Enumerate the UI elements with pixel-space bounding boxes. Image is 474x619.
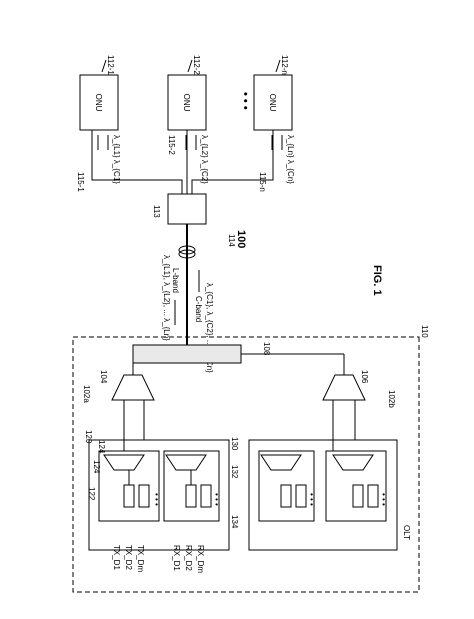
fiber-ref-2: 115-2 — [167, 135, 176, 155]
lband-label: L-band — [171, 268, 180, 293]
rx-unit-ref: 134 — [230, 515, 239, 529]
mux-1 — [111, 374, 155, 401]
tx-port-2: TX_D2 — [124, 545, 133, 570]
onu-n-label: ONU — [268, 94, 277, 112]
rx-port-1: RX_D1 — [172, 545, 181, 571]
mux-ref-2: 106 — [360, 370, 369, 384]
onu-n-signal: λ_{Ln} λ_{Cn} — [286, 135, 295, 184]
tx-port-1: TX_D1 — [112, 545, 121, 570]
olt-label: OLT — [402, 525, 411, 540]
rx-demux-ref: 132 — [230, 465, 239, 479]
figure-caption: FIG. 1 — [371, 265, 383, 296]
figure-ref: 100 — [235, 230, 247, 248]
onu-n-ref: 112-n — [280, 55, 289, 75]
onu-1-label: ONU — [94, 94, 103, 112]
fiber-spool — [178, 245, 196, 255]
lband-signals: λ_{L1}, λ_{L2}, ... λ_{Ln} — [162, 255, 171, 341]
tx-mux-ref: 124 — [97, 440, 106, 454]
mux-ref-1: 104 — [99, 370, 108, 384]
onu-1-ref: 112-1 — [106, 55, 115, 75]
tx-mux-ref-2: 124 — [92, 460, 101, 474]
fiber-ref-n: 115-n — [258, 172, 267, 192]
combiner-ref: 108 — [262, 342, 271, 356]
rx-unit-ellipsis: • • • — [212, 493, 221, 506]
olt-boundary — [72, 336, 420, 593]
tx-unit-ref: 122 — [87, 487, 96, 501]
rx-port-2: RX_D2 — [184, 545, 193, 571]
olt-ref: 110 — [420, 325, 429, 338]
onu-ellipsis: • • • — [239, 92, 251, 110]
cband-label: C-band — [194, 296, 203, 322]
splitter-ref: 113 — [152, 205, 161, 218]
rx-port-m: RX_Dm — [196, 545, 205, 573]
onu-n: ONU 112-n λ_{Ln} λ_{Cn} — [253, 55, 295, 184]
tx-port-m: TX_Dm — [136, 545, 145, 572]
fiber-ref-1: 115-1 — [76, 172, 85, 192]
onu-2-ref: 112-2 — [192, 55, 201, 75]
tx-block-ref: 120 — [84, 430, 93, 444]
mux-2 — [322, 374, 366, 401]
onu-2: ONU 112-2 λ_{L2} λ_{C2} — [167, 55, 209, 184]
card-ref-a: 102a — [82, 385, 91, 403]
onu-1-signal: λ_{L1} λ_{C1} — [112, 135, 121, 184]
combiner — [132, 344, 242, 364]
splitter — [167, 193, 207, 225]
tx-unit-ellipsis: • • • — [152, 493, 161, 506]
onu-2-label: ONU — [182, 94, 191, 112]
card-b-ellipsis-2: • • • — [379, 493, 388, 506]
rx-block-ref: 130 — [230, 437, 239, 451]
card-b-ellipsis-1: • • • — [307, 493, 316, 506]
card-ref-b: 102b — [387, 390, 396, 408]
onu-2-signal: λ_{L2} λ_{C2} — [200, 135, 209, 184]
feeder-ref: 114 — [227, 234, 236, 247]
onu-1: ONU 112-1 λ_{L1} λ_{C1} — [79, 55, 121, 184]
cband-signals: λ_{C1}, λ_{C2}, ... λ_{Cn} — [205, 283, 214, 373]
